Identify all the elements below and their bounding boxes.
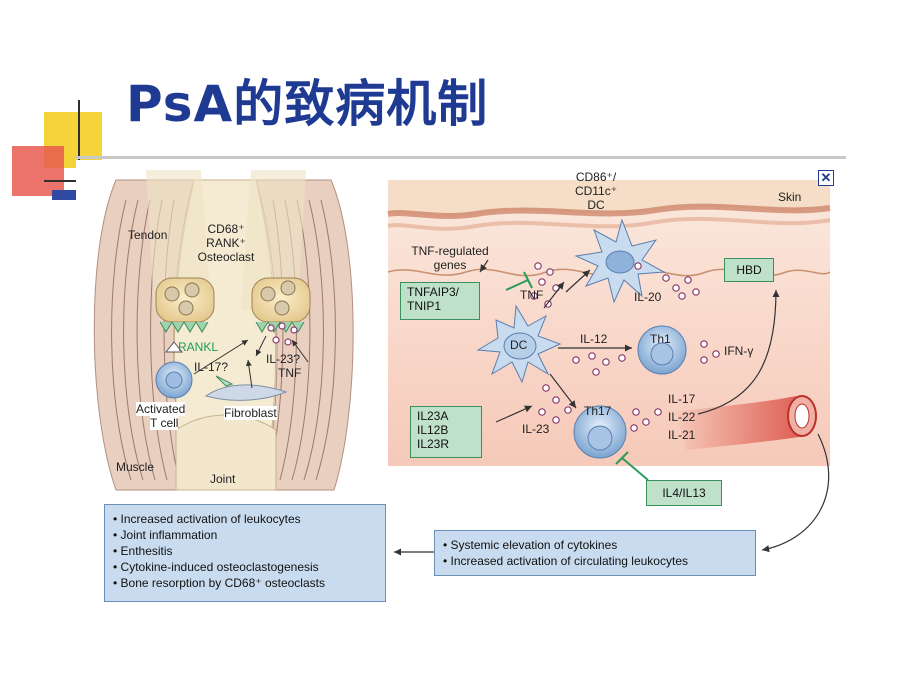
label-il23a: IL23A <box>417 409 449 423</box>
label-osteoclast-3: Osteoclast <box>197 250 255 264</box>
label-il17-joint: IL-17? <box>194 360 229 374</box>
systemic-effect-item: • Increased activation of circulating le… <box>443 554 688 568</box>
label-osteoclast-1: CD68⁺ <box>207 222 245 236</box>
label-skin: Skin <box>778 190 802 204</box>
il4-il13-box: IL4/IL13 <box>646 480 722 506</box>
label-tnfaip3-2: TNIP1 <box>407 299 442 313</box>
label-il21: IL-21 <box>668 428 696 442</box>
label-dc-top-1: CD86⁺/ <box>575 170 617 184</box>
systemic-effect-item: • Systemic elevation of cytokines <box>443 538 618 552</box>
label-th1: Th1 <box>650 332 671 346</box>
il23a-box: IL23A IL12B IL23R <box>410 406 482 458</box>
joint-panel <box>78 168 370 496</box>
osteoclast-right <box>251 277 311 333</box>
label-hbd: HBD <box>736 263 762 277</box>
label-tnf-genes-2: genes <box>433 258 467 272</box>
label-il12b: IL12B <box>417 423 449 437</box>
label-il4-il13: IL4/IL13 <box>662 486 706 500</box>
dendritic-cell-top <box>574 218 666 304</box>
label-il22: IL-22 <box>668 410 696 424</box>
systemic-effects-box: • Systemic elevation of cytokines • Incr… <box>434 530 756 576</box>
label-tnf-skin: TNF <box>520 288 544 302</box>
joint-effect-item: • Bone resorption by CD68⁺ osteoclasts <box>113 576 325 590</box>
close-icon[interactable]: ✕ <box>818 170 834 186</box>
label-il12: IL-12 <box>580 332 608 346</box>
label-dc-top-2: CD11c⁺ <box>574 184 618 198</box>
deco-horizontal-line <box>44 180 92 182</box>
deco-red-square <box>12 146 64 196</box>
title-divider <box>76 156 846 159</box>
label-il17-skin: IL-17 <box>668 392 696 406</box>
joint-effect-item: • Enthesitis <box>113 544 173 558</box>
label-tcell-2: T cell <box>150 416 179 430</box>
slide-title: PsA的致病机制 <box>126 75 489 133</box>
label-osteoclast-2: RANK⁺ <box>206 236 246 250</box>
dendritic-cell-middle <box>476 304 562 384</box>
joint-effect-item: • Joint inflammation <box>113 528 218 542</box>
label-muscle: Muscle <box>116 460 155 474</box>
deco-blue-bar <box>52 190 76 200</box>
joint-effect-item: • Cytokine-induced osteoclastogenesis <box>113 560 319 574</box>
label-il23-skin: IL-23 <box>522 422 550 436</box>
label-th17: Th17 <box>584 404 612 418</box>
label-il23r: IL23R <box>417 437 450 451</box>
label-ifn: IFN-γ <box>724 344 754 358</box>
label-fibroblast: Fibroblast <box>224 406 277 420</box>
label-tnf-genes-1: TNF-regulated <box>411 244 489 258</box>
label-il23-joint: IL-23? <box>266 352 301 366</box>
label-dc-middle: DC <box>510 338 528 352</box>
label-il20: IL-20 <box>634 290 662 304</box>
joint-effect-item: • Increased activation of leukocytes <box>113 512 301 526</box>
label-tcell-1: Activated <box>136 402 186 416</box>
label-tnfaip3-1: TNFAIP3/ <box>407 285 460 299</box>
label-tnf-joint: TNF <box>278 366 302 380</box>
label-rankl: RANKL <box>178 340 219 354</box>
label-joint: Joint <box>210 472 236 486</box>
skin-panel <box>387 180 831 556</box>
tnfaip3-box: TNFAIP3/ TNIP1 <box>400 282 480 320</box>
joint-effects-box: • Increased activation of leukocytes • J… <box>104 504 386 602</box>
label-tendon: Tendon <box>128 228 168 242</box>
osteoclast-left <box>155 277 215 333</box>
label-dc-top-3: DC <box>587 198 605 212</box>
hbd-box: HBD <box>724 258 774 282</box>
pathogenesis-figure: ✕ Tendon CD68⁺ RANK⁺ Osteoclast RANKL IL… <box>76 160 846 616</box>
